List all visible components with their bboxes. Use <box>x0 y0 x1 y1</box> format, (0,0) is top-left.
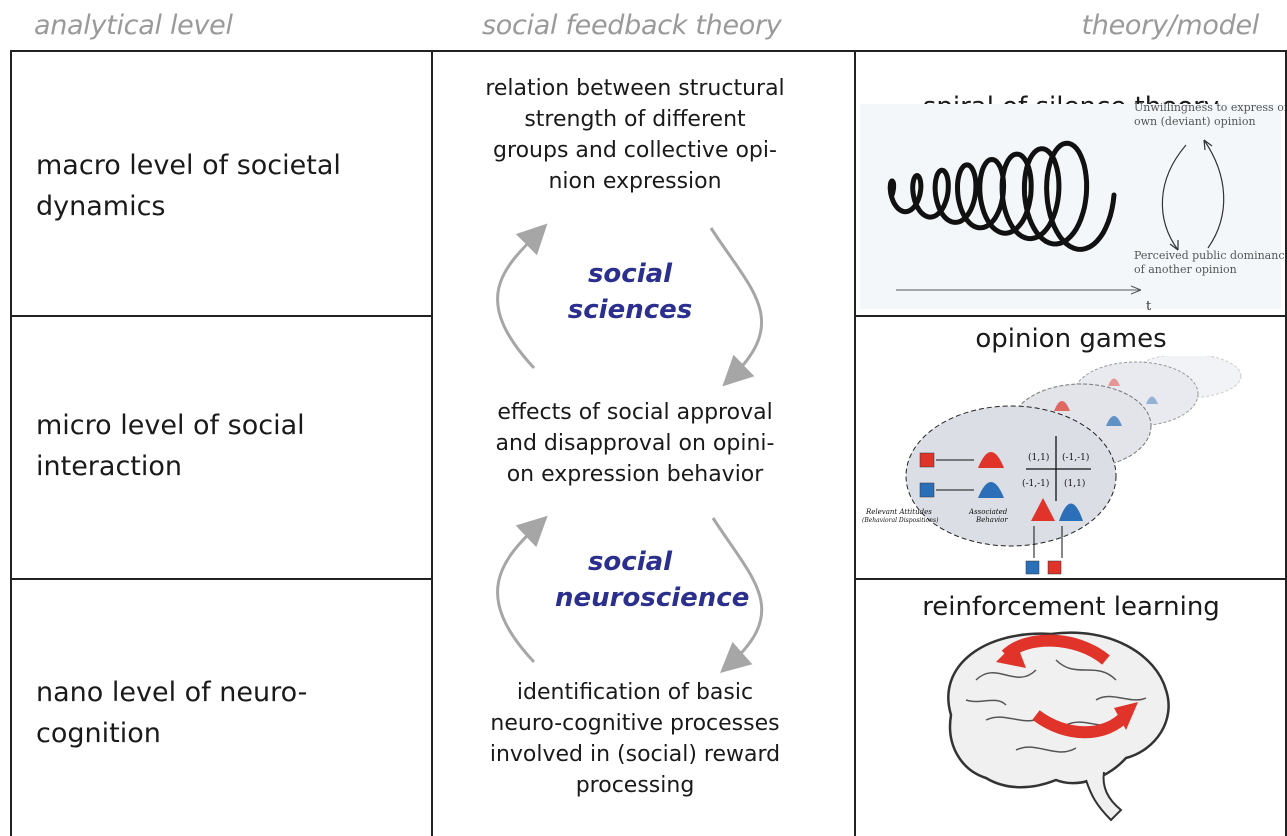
feedback-theory-box <box>431 50 856 836</box>
spiral-label-top-2: own (deviant) opinion <box>1134 115 1256 128</box>
games-label-behavior-1: Associated <box>968 508 1008 516</box>
spiral-of-silence-figure: t Unwillingness to express one's own (de… <box>860 101 1285 314</box>
brain-figure <box>947 631 1170 822</box>
games-cell-3: (-1,-1) <box>1022 478 1049 489</box>
games-cell-2: (-1,-1) <box>1062 452 1089 463</box>
games-label-attitudes-2: (Behavioral Dispositions) <box>862 517 939 524</box>
spiral-label-bottom-2: of another opinion <box>1134 263 1237 276</box>
spiral-icon <box>887 140 1117 252</box>
games-label-behavior-2: Behavior <box>975 516 1008 524</box>
header-theory-model: theory/model <box>1081 10 1260 41</box>
level-box-macro <box>10 50 433 317</box>
spiral-label-bottom-1: Perceived public dominance <box>1134 249 1285 262</box>
arrow-down-lower <box>711 517 764 673</box>
attitude-square-icon-2 <box>919 482 935 498</box>
attitude-square-icon <box>919 452 935 468</box>
center-text-micro: effects of social approval and disapprov… <box>495 400 775 487</box>
games-label-attitudes-1: Relevant Attitudes <box>865 508 932 516</box>
red-triangle-icon <box>1031 498 1055 521</box>
games-cell-1: (1,1) <box>1028 452 1049 463</box>
arrow-down-upper <box>709 227 763 387</box>
level-label-micro: micro level of social interaction <box>36 410 305 482</box>
arrow-up-upper <box>496 223 548 370</box>
games-cell-4: (1,1) <box>1064 478 1085 489</box>
header-analytical-level: analytical level <box>34 10 233 41</box>
spiral-label-top-1: Unwillingness to express one's <box>1134 101 1285 114</box>
level-label-macro: macro level of societal dynamics <box>36 150 341 222</box>
center-text-nano: identification of basic neuro-cognitive … <box>489 680 781 798</box>
model-title-reinforcement-learning: reinforcement learning <box>922 592 1220 622</box>
feedback-arrows <box>496 223 764 673</box>
model-title-opinion-games: opinion games <box>975 324 1167 354</box>
brain-icon <box>947 631 1170 789</box>
red-cycle-arrow-icon-2 <box>1032 710 1131 739</box>
level-box-micro <box>10 315 433 580</box>
center-text-macro: relation between structural strength of … <box>485 76 785 194</box>
blue-curve-icon <box>978 482 1004 498</box>
red-curve-icon <box>978 452 1004 468</box>
level-label-nano: nano level of neuro- cognition <box>36 677 308 749</box>
header-social-feedback-theory: social feedback theory <box>482 10 782 41</box>
spiral-axis-label: t <box>1146 299 1152 314</box>
opinion-games-figure: (1,1) (-1,-1) (-1,-1) (1,1) Relevant Att… <box>862 356 1242 575</box>
blue-curve-icon-2 <box>1059 503 1083 521</box>
field-label-social-sciences: social sciences <box>567 259 693 325</box>
level-box-nano <box>10 578 433 836</box>
arrow-up-lower <box>496 515 548 664</box>
